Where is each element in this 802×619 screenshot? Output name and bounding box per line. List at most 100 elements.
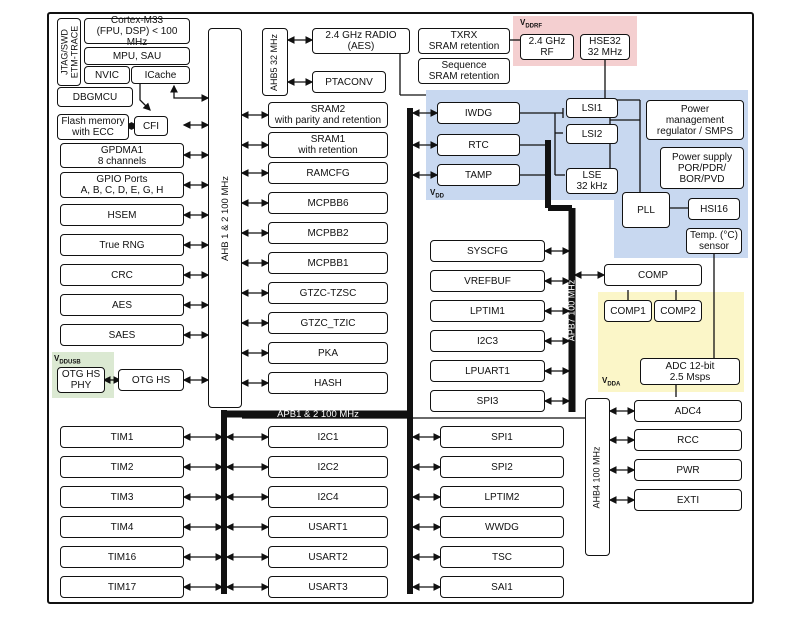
crc-label: CRC <box>111 269 133 281</box>
wwdg-label: WWDG <box>485 521 519 533</box>
jtag-label: JTAG/SWD ETM-TRACE <box>59 25 79 79</box>
i2c4-box: I2C4 <box>268 486 388 508</box>
apb7-label: APB7 100 MHz <box>566 279 577 341</box>
apb12-label-wrap: APB1 & 2 100 MHz <box>226 409 410 420</box>
ramcfg-label: RAMCFG <box>306 167 350 179</box>
lptim2-label: LPTIM2 <box>484 491 520 503</box>
gpdma1-label: GPDMA1 8 channels <box>97 144 147 167</box>
icache-box: ICache <box>131 66 190 84</box>
ptaconv-box: PTACONV <box>312 71 386 93</box>
adc4-label: ADC4 <box>674 405 702 417</box>
aes-box: AES <box>60 294 184 316</box>
tim16-label: TIM16 <box>107 551 137 563</box>
power-supply-box: Power supply POR/PDR/ BOR/PVD <box>660 147 744 189</box>
temp-sensor-box: Temp. (°C) sensor <box>686 228 742 254</box>
tim17-box: TIM17 <box>60 576 184 598</box>
hsem-label: HSEM <box>107 209 137 221</box>
sram1-label: SRAM1 with retention <box>298 134 358 156</box>
gpio-box: GPIO Ports A, B, C, D, E, G, H <box>60 172 184 198</box>
cortex-label: Cortex-M33 (FPU, DSP) < 100 MHz <box>96 14 178 48</box>
lsi1-label: LSI1 <box>581 102 603 114</box>
mpu-label: MPU, SAU <box>112 50 162 62</box>
hsi16-box: HSI16 <box>688 198 740 220</box>
lpuart1-label: LPUART1 <box>465 365 510 377</box>
cortex-box: Cortex-M33 (FPU, DSP) < 100 MHz <box>84 15 190 48</box>
rf-box: 2.4 GHz RF <box>520 34 574 60</box>
flash-label: Flash memory with ECC <box>61 116 125 138</box>
tamp-box: TAMP <box>437 164 520 186</box>
rng-box: True RNG <box>60 234 184 256</box>
rcc-box: RCC <box>634 429 742 451</box>
usart1-box: USART1 <box>268 516 388 538</box>
tim1-box: TIM1 <box>60 426 184 448</box>
ahb5-bus: AHB5 32 MHz <box>262 28 288 96</box>
sai1-box: SAI1 <box>440 576 564 598</box>
sram2-box: SRAM2 with parity and retention <box>268 102 388 128</box>
apb12-label: APB1 & 2 100 MHz <box>277 409 359 420</box>
tim2-label: TIM2 <box>110 461 134 473</box>
gtzc-tzic-label: GTZC_TZIC <box>300 317 356 329</box>
lsi2-box: LSI2 <box>566 124 618 144</box>
power-mgmt-label: Power management regulator / SMPS <box>656 103 734 137</box>
mcpbb2-box: MCPBB2 <box>268 222 388 244</box>
usart2-label: USART2 <box>308 551 348 563</box>
mcpbb1-box: MCPBB1 <box>268 252 388 274</box>
power-mgmt-box: Power management regulator / SMPS <box>646 100 744 140</box>
apb7-label-wrap: APB7 100 MHz <box>563 260 581 360</box>
hse-box: HSE32 32 MHz <box>580 34 630 60</box>
lpuart1-box: LPUART1 <box>430 360 545 382</box>
vrefbuf-label: VREFBUF <box>464 275 511 287</box>
comp-label: COMP <box>638 269 668 281</box>
rtc-box: RTC <box>437 134 520 156</box>
mpu-box: MPU, SAU <box>84 47 190 65</box>
vdd-label: VDD <box>430 188 445 200</box>
wwdg-box: WWDG <box>440 516 564 538</box>
usart3-label: USART3 <box>308 581 348 593</box>
otg-phy-label: OTG HS PHY <box>61 369 101 391</box>
gtzc-tzic-box: GTZC_TZIC <box>268 312 388 334</box>
sequence-label: Sequence SRAM retention <box>428 60 500 82</box>
sram2-label: SRAM2 with parity and retention <box>274 104 382 126</box>
adc-label: ADC 12-bit 2.5 Msps <box>665 360 715 383</box>
gpdma1-box: GPDMA1 8 channels <box>60 143 184 168</box>
pwr-box: PWR <box>634 459 742 481</box>
nvic-label: NVIC <box>95 69 119 81</box>
lptim1-label: LPTIM1 <box>469 305 505 317</box>
cfi-box: CFI <box>134 116 168 136</box>
pll-label: PLL <box>637 204 655 216</box>
pll-box: PLL <box>622 192 670 228</box>
diagram-frame <box>47 12 754 604</box>
lsi1-box: LSI1 <box>566 98 618 118</box>
vrefbuf-box: VREFBUF <box>430 270 545 292</box>
rng-label: True RNG <box>99 239 145 251</box>
radio-box: 2.4 GHz RADIO (AES) <box>312 28 410 54</box>
adc4-box: ADC4 <box>634 400 742 422</box>
spi1-label: SPI1 <box>491 431 513 443</box>
spi3-box: SPI3 <box>430 390 545 412</box>
crc-box: CRC <box>60 264 184 286</box>
comp-box: COMP <box>604 264 702 286</box>
tim2-box: TIM2 <box>60 456 184 478</box>
ramcfg-box: RAMCFG <box>268 162 388 184</box>
tsc-box: TSC <box>440 546 564 568</box>
mcpbb2-label: MCPBB2 <box>307 227 349 239</box>
dbgmcu-box: DBGMCU <box>57 87 133 107</box>
spi2-label: SPI2 <box>491 461 513 473</box>
exti-box: EXTI <box>634 489 742 511</box>
i2c3-label: I2C3 <box>476 335 499 347</box>
pwr-label: PWR <box>676 464 700 476</box>
ptaconv-label: PTACONV <box>325 76 373 88</box>
exti-label: EXTI <box>676 494 700 506</box>
spi3-label: SPI3 <box>476 395 499 407</box>
otg-phy-box: OTG HS PHY <box>57 367 105 393</box>
iwdg-label: IWDG <box>464 107 493 119</box>
txrx-box: TXRX SRAM retention <box>418 28 510 54</box>
hsem-box: HSEM <box>60 204 184 226</box>
gpio-label: GPIO Ports A, B, C, D, E, G, H <box>80 174 164 196</box>
gtzc-tzsc-box: GTZC-TZSC <box>268 282 388 304</box>
temp-sensor-label: Temp. (°C) sensor <box>690 230 738 252</box>
spi2-box: SPI2 <box>440 456 564 478</box>
rcc-label: RCC <box>677 434 699 446</box>
i2c3-box: I2C3 <box>430 330 545 352</box>
power-supply-label: Power supply POR/PDR/ BOR/PVD <box>671 151 733 185</box>
